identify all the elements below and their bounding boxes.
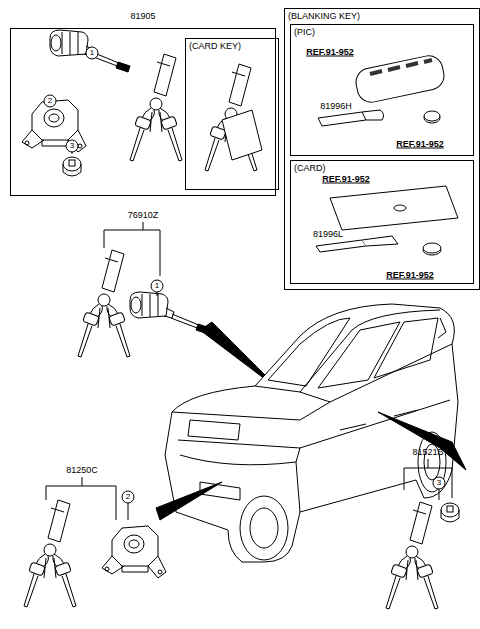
callout-number: 2 [126, 493, 130, 501]
drawing-stroke [44, 95, 56, 107]
box-heading: (BLANKING KEY) [285, 9, 479, 21]
drawing-stroke [188, 420, 240, 440]
drawing-stroke [122, 491, 134, 503]
drawing-stroke [268, 318, 350, 386]
blanking-key-pic [318, 112, 366, 126]
drawing-stroke [86, 47, 98, 59]
drawing-stroke [255, 310, 440, 392]
location-arrow [156, 482, 222, 520]
card-key [330, 186, 458, 230]
drawing-stroke [433, 477, 445, 489]
drawing-stroke [250, 508, 278, 548]
callout-number: 1 [90, 49, 94, 57]
drawing-stroke [370, 60, 432, 74]
drawing-stroke [130, 292, 210, 334]
drawing-stroke [130, 54, 182, 161]
leader-line [128, 503, 129, 520]
drawing-stroke [102, 526, 166, 578]
reference-label: REF.91-952 [386, 271, 434, 280]
callout-number: 3 [70, 142, 74, 150]
pic-key-box: (PIC) [290, 24, 474, 156]
smart-key-fob [353, 53, 446, 105]
box-heading: 81905 [11, 11, 275, 21]
drawing-stroke [78, 250, 130, 357]
box-heading: (CARD) [291, 161, 473, 173]
drawing-stroke [296, 462, 300, 512]
drawing-stroke [22, 100, 86, 152]
callout-number: 1 [155, 282, 159, 290]
reference-label: REF.91-952 [306, 48, 354, 57]
drawing-stroke [424, 111, 440, 121]
drawing-stroke [178, 400, 450, 448]
drawing-stroke [423, 243, 441, 253]
drawing-stroke [300, 344, 452, 402]
bracket [404, 459, 452, 498]
drawing-stroke [394, 205, 406, 211]
drawing-stroke [24, 500, 76, 607]
drawing-stroke [63, 157, 81, 176]
location-arrow [378, 412, 466, 470]
part-number: 76910Z [128, 211, 159, 220]
leader-line [439, 489, 440, 500]
drawing-stroke [50, 30, 130, 72]
reference-label: REF.91-952 [396, 140, 444, 149]
callout-number: 2 [48, 97, 52, 105]
box-heading: (PIC) [291, 25, 473, 37]
drawing-stroke [66, 140, 78, 152]
drawing-stroke [362, 110, 384, 120]
drawing-stroke [240, 496, 288, 560]
drawing-stroke [441, 503, 459, 522]
part-number: 81996L [313, 230, 343, 239]
assembly-group-box: 81905(CARD KEY) [10, 28, 276, 196]
callout-number: 3 [437, 479, 441, 487]
box-heading: (CARD KEY) [186, 39, 278, 51]
drawing-stroke [151, 280, 163, 292]
drawing-stroke [438, 318, 446, 338]
drawing-stroke [172, 402, 330, 420]
part-number: 81996H [320, 102, 352, 111]
part-number: 81250C [66, 466, 98, 475]
drawing-stroke [318, 322, 400, 388]
reference-label: REF.91-952 [322, 175, 370, 184]
part-number: 81521B [412, 448, 443, 457]
card-key-box: (CARD KEY) [185, 38, 279, 190]
card-key [222, 110, 262, 160]
drawing-stroke [374, 318, 438, 378]
drawing-stroke [362, 236, 398, 246]
blanking-key-card [316, 240, 366, 252]
drawing-stroke [180, 448, 300, 465]
drawing-stroke [386, 502, 438, 609]
card-key-box: (CARD) [290, 160, 474, 284]
callout-circles [44, 47, 445, 503]
leader-line [157, 292, 158, 296]
